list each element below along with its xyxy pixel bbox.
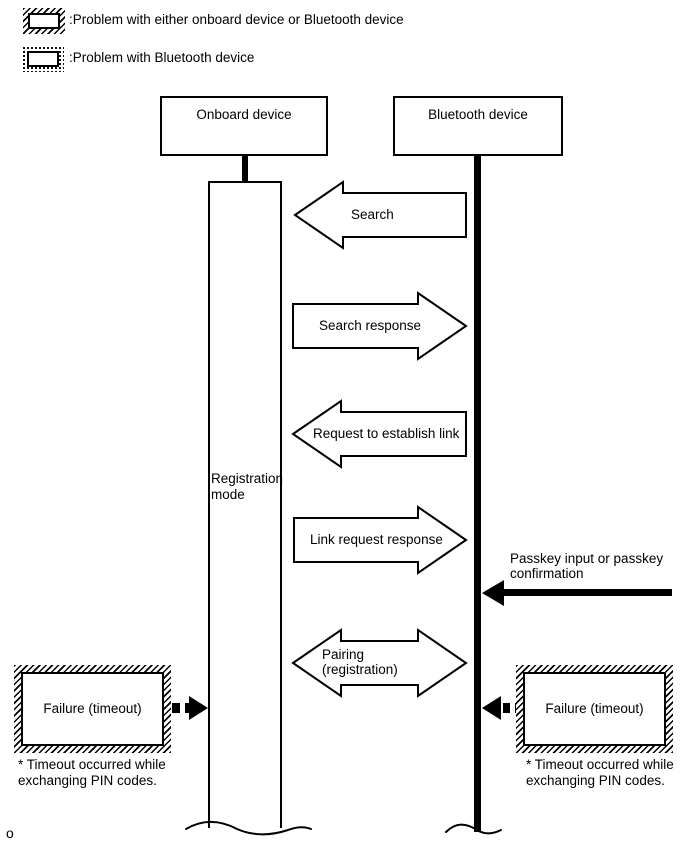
onboard-device-label: Onboard device [196, 107, 292, 122]
message-label-pairing: Pairing (registration) [322, 647, 398, 677]
legend-hatched-swatch-inner [28, 13, 60, 29]
message-label-link-request-response: Link request response [310, 532, 443, 547]
pairing-double-arrow [291, 628, 468, 698]
registration-mode-rect [208, 181, 282, 828]
footer-mark: o [6, 825, 14, 841]
failure-box-right-inner: Failure (timeout) [523, 672, 666, 746]
onboard-lifeline-connector [242, 156, 248, 182]
bluetooth-device-box: Bluetooth device [393, 96, 563, 156]
registration-mode-label: Registration mode [211, 471, 284, 502]
failure-right-label: Failure (timeout) [545, 701, 644, 716]
legend-dotted-swatch-inner [27, 51, 59, 67]
link-request-response-arrow [293, 505, 468, 575]
message-label-search: Search [351, 207, 394, 222]
bluetooth-lifeline-wave [445, 823, 502, 835]
message-label-request-establish-link: Request to establish link [313, 426, 460, 441]
bluetooth-device-label: Bluetooth device [428, 107, 528, 122]
passkey-note: Passkey input or passkey confirmation [510, 551, 664, 581]
request-establish-link-arrow [291, 399, 467, 469]
failure-left-label: Failure (timeout) [43, 701, 142, 716]
failure-right-arrowhead-icon [482, 696, 501, 720]
passkey-arrow-shaft [502, 589, 672, 596]
search-response-arrow [292, 291, 468, 361]
failure-left-arrowhead-icon [189, 696, 208, 720]
passkey-arrowhead-icon [482, 580, 504, 606]
failure-box-left: Failure (timeout) [14, 665, 171, 753]
bluetooth-lifeline [474, 156, 481, 832]
failure-box-left-inner: Failure (timeout) [21, 672, 164, 746]
legend-hatched-label: :Problem with either onboard device or B… [69, 12, 404, 27]
failure-right-note: * Timeout occurred while exchanging PIN … [526, 757, 674, 788]
legend-hatched-swatch [23, 8, 65, 34]
failure-left-note: * Timeout occurred while exchanging PIN … [18, 757, 166, 788]
legend-dotted-label: :Problem with Bluetooth device [69, 50, 255, 65]
search-arrow [293, 180, 467, 250]
legend-dotted-swatch [22, 46, 64, 72]
registration-rect-wave [185, 820, 312, 836]
onboard-device-box: Onboard device [160, 96, 328, 156]
message-label-search-response: Search response [319, 318, 422, 333]
failure-box-right: Failure (timeout) [516, 665, 673, 753]
